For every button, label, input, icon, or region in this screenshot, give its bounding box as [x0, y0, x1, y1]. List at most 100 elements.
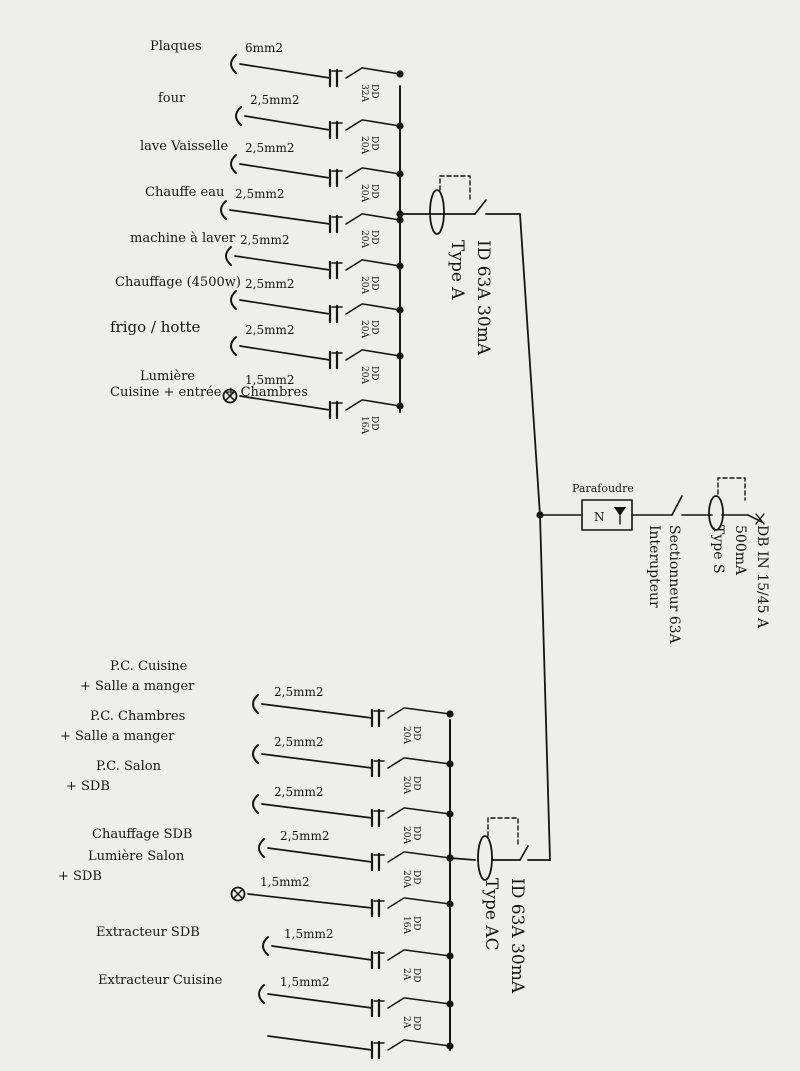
breaker-rating-amp: 20A: [359, 184, 369, 202]
lower-rcd-contact: [519, 845, 529, 861]
breaker-to-bus: [404, 997, 451, 1005]
circuit-breaker-contact: [345, 259, 363, 271]
breaker-to-bus: [362, 259, 401, 267]
cable-section: 6mm2: [245, 41, 283, 55]
circuit-breaker: [328, 303, 363, 324]
cable-section: 2,5mm2: [274, 735, 323, 749]
breaker-rating-type: DD: [369, 84, 379, 98]
circuit-load-lamp-x2: [224, 390, 236, 402]
bus-junction: [396, 122, 404, 130]
circuit-load-socket-icon: [230, 290, 237, 310]
circuit-breaker: [328, 67, 363, 88]
circuit-wire: [267, 1035, 373, 1051]
breaker-rating-amp: 20A: [359, 136, 369, 154]
circuit-name: Extracteur Cuisine: [98, 973, 223, 988]
breaker-rating-amp: 20A: [359, 320, 369, 338]
breaker-rating-type: DD: [369, 416, 379, 430]
upper-rcd-contact: [474, 199, 487, 215]
bus-junction: [396, 170, 404, 178]
breaker-rating-amp: 20A: [401, 776, 411, 794]
surge-arrow-icon: [614, 507, 626, 516]
circuit-name: Extracteur SDB: [96, 925, 200, 940]
lower-rcd-test-link: [487, 817, 519, 847]
circuit-breaker-contact: [387, 807, 405, 819]
main-switch-label: Interupteur Sectionneur 63A: [646, 525, 682, 645]
breaker-rating-amp: 16A: [359, 416, 369, 434]
circuit-wire: [261, 703, 373, 719]
breaker-rating-type: DD: [411, 726, 421, 740]
surge-protector-label: Parafoudre: [572, 482, 634, 495]
circuit-name: four: [158, 91, 186, 106]
circuit-breaker-contact: [345, 303, 363, 315]
circuit-breaker-contact: [345, 119, 363, 131]
circuit-name: P.C. Chambres+ Salle a manger: [60, 709, 185, 744]
upper-rcd-label: ID 63A 30mA Type A: [447, 240, 493, 356]
circuit-breaker: [328, 399, 363, 420]
circuit-load-lamp-icon: [230, 886, 246, 902]
circuit-name: Chauffage (4500w): [115, 275, 241, 290]
circuit-breaker-contact: [387, 707, 405, 719]
circuit-wire: [267, 993, 373, 1009]
main-breaker-label: DB IN 15/45 A 500mA Type S: [710, 525, 770, 629]
breaker-rating-type: DD: [411, 1016, 421, 1030]
circuit-name: frigo / hotte: [110, 318, 200, 336]
bus-junction: [446, 1000, 454, 1008]
circuit-name: Plaques: [150, 39, 202, 54]
upper-rcd-toroid-icon: [429, 189, 445, 235]
bus-junction: [396, 216, 404, 224]
main-switch-contact: [671, 495, 683, 516]
lower-rcd-toroid-icon: [477, 835, 493, 881]
circuit-breaker-contact: [387, 949, 405, 961]
breaker-rating-amp: 20A: [401, 870, 411, 888]
circuit-breaker-contact: [387, 757, 405, 769]
bus-junction: [396, 70, 404, 78]
bus-junction: [446, 1042, 454, 1050]
cable-section: 2,5mm2: [245, 323, 294, 337]
circuit-name: Chauffage SDB: [92, 827, 192, 842]
circuit-breaker: [328, 119, 363, 140]
cable-section: 2,5mm2: [274, 785, 323, 799]
incoming-supply: [747, 514, 763, 523]
circuit-breaker-contact: [345, 349, 363, 361]
circuit-breaker: [370, 1039, 405, 1060]
circuit-breaker: [370, 707, 405, 728]
breaker-rating-type: DD: [411, 968, 421, 982]
breaker-rating-amp: 32A: [359, 84, 369, 102]
circuit-load-socket-icon: [235, 106, 242, 126]
breaker-to-bus: [404, 807, 451, 815]
bus-junction: [396, 306, 404, 314]
breaker-rating-type: DD: [369, 320, 379, 334]
circuit-wire: [239, 299, 331, 315]
circuit-wire: [271, 945, 373, 961]
incoming-mark-b: [755, 513, 765, 525]
circuit-breaker-contact: [387, 997, 405, 1009]
cable-section: 1,5mm2: [245, 373, 294, 387]
breaker-to-bus: [404, 851, 451, 859]
bus-junction: [446, 952, 454, 960]
main-breaker-toroid-icon: [708, 495, 724, 531]
breaker-rating-amp: 2A: [401, 968, 411, 981]
circuit-wire: [261, 803, 373, 819]
breaker-rating-type: DD: [411, 916, 421, 930]
circuit-load-socket-icon: [252, 694, 259, 714]
lower-rcd-rating: ID 63A 30mA: [507, 878, 527, 994]
main-feed-lower: [539, 514, 551, 861]
circuit-load-socket-icon: [230, 336, 237, 356]
circuit-load-socket-icon: [225, 246, 232, 266]
